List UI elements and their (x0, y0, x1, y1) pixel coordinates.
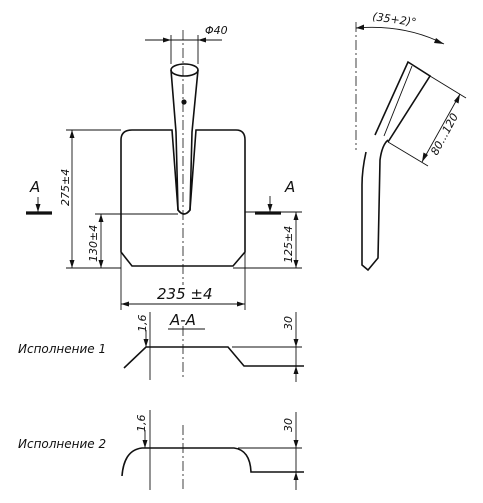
section-mark-right-label: A (284, 178, 295, 196)
section-mark-left-arrowhead (35, 204, 41, 212)
diameter-label: Φ40 (205, 24, 228, 37)
variant2-height-label: 30 (282, 418, 295, 432)
variant1-thickness-label: 1,6 (136, 315, 149, 333)
height-side-arrow-bottom (293, 260, 299, 268)
height-total-label: 275±4 (59, 169, 72, 206)
handle-side-inner (383, 65, 413, 137)
height-hole-arrow-top (98, 214, 104, 222)
length-dim-line (421, 93, 461, 163)
height-total-arrow-bottom (69, 260, 75, 268)
width-arrow-right (237, 301, 245, 307)
angle-label: (35+2)° (372, 10, 418, 29)
variant1-thickness-arrow (143, 339, 149, 347)
angle-arrow-right (434, 38, 444, 44)
length-ext-top (429, 75, 467, 99)
variant2-height-arrow-bottom (293, 472, 299, 480)
diameter-arrow-left (163, 37, 171, 43)
variant1-profile (123, 346, 304, 369)
length-arrow-bottom (422, 152, 428, 162)
section-mark-right-arrowhead (267, 204, 273, 212)
height-total-arrow-top (69, 130, 75, 138)
angle-arc (355, 26, 445, 45)
variant2-thickness-arrow (142, 440, 148, 448)
height-side-label: 125±4 (282, 226, 295, 263)
section-mark-left-label: A (29, 178, 40, 196)
length-ext-bottom (387, 141, 429, 167)
height-hole-label: 130±4 (87, 225, 100, 262)
height-hole-arrow-bottom (98, 260, 104, 268)
handle-side (374, 60, 432, 143)
length-label: 80...120 (428, 111, 461, 157)
variant1-height-label: 30 (282, 316, 295, 330)
side-view: (35+2)° 80...120 (355, 10, 467, 272)
diameter-arrow-right (198, 37, 206, 43)
variant1-label: Исполнение 1 (18, 342, 106, 356)
height-side-arrow-top (293, 212, 299, 220)
variant2-height-arrow-top (293, 440, 299, 448)
width-label: 235 ±4 (157, 285, 213, 303)
length-arrow-top (454, 94, 460, 104)
blade-side-profile (361, 139, 389, 272)
variant1-height-arrow-bottom (293, 366, 299, 374)
variant2-label: Исполнение 2 (18, 437, 106, 451)
angle-arrow-left (356, 24, 364, 30)
variant2-profile (121, 447, 304, 477)
variant1-height-arrow-top (293, 339, 299, 347)
section-view: А-А Исполнение 1 1,6 30 Исполнение 2 1,6… (18, 311, 304, 490)
handle-top-ellipse (170, 63, 199, 77)
front-view: Φ40 275±4 130±4 125±4 235 ±4 A (26, 24, 302, 310)
rivet-hole (181, 99, 187, 105)
handle-shaft (170, 69, 199, 215)
width-arrow-left (121, 301, 129, 307)
section-title: А-А (169, 311, 196, 329)
variant2-thickness-label: 1,6 (135, 415, 148, 433)
